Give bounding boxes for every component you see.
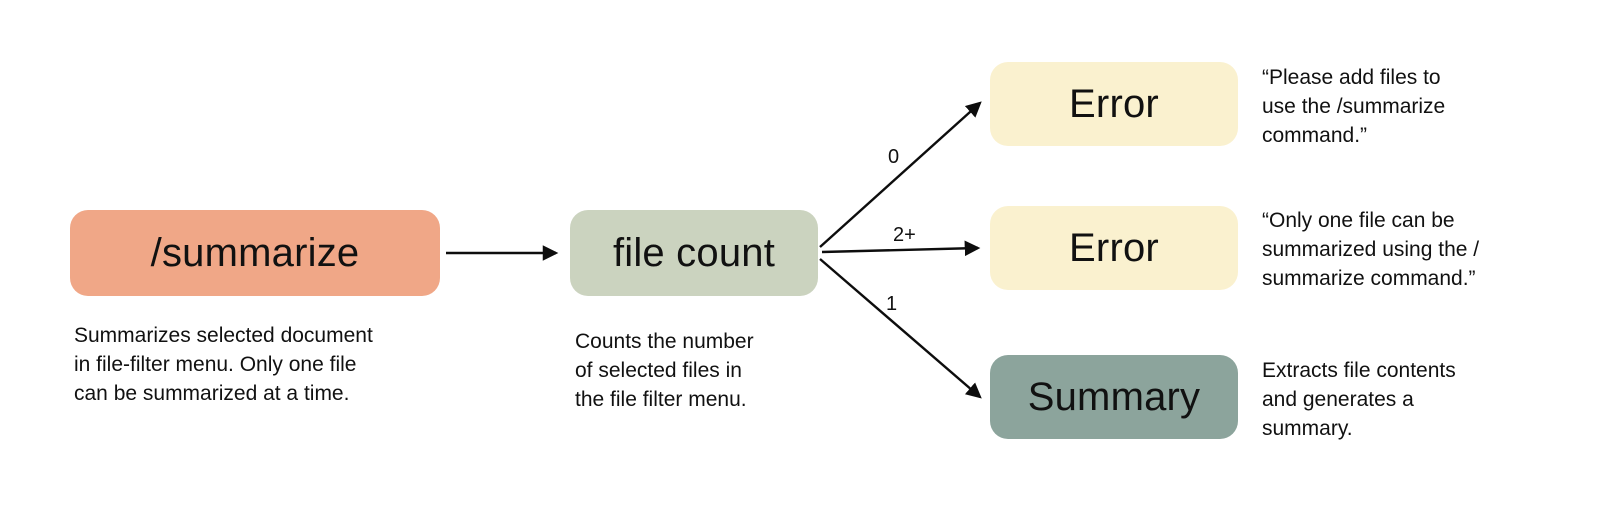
node-summary-label: Summary	[1027, 374, 1201, 419]
node-error-zero-files: Error	[990, 62, 1238, 146]
node-summarize-label: /summarize	[150, 230, 360, 275]
note-error-many: “Only one file can be summarized using t…	[1262, 209, 1480, 290]
edge-label-zero: 0	[888, 146, 900, 168]
caption-file-count: Counts the number of selected files in t…	[575, 330, 754, 411]
caption-summarize: Summarizes selected document in file-fil…	[74, 324, 373, 405]
node-error-zero-label: Error	[1069, 81, 1159, 126]
note-summary: Extracts file contents and generates a s…	[1262, 359, 1456, 440]
arrow-filecount-to-error-many	[821, 240, 981, 257]
edge-label-two-plus: 2+	[893, 224, 916, 246]
node-error-many-label: Error	[1069, 225, 1159, 270]
edge-label-one: 1	[886, 293, 898, 315]
node-file-count-label: file count	[612, 230, 776, 275]
node-summarize-command: /summarize	[70, 210, 440, 296]
note-error-zero: “Please add files to use the /summarize …	[1262, 66, 1446, 147]
node-error-many-files: Error	[990, 206, 1238, 290]
node-summary: Summary	[990, 355, 1238, 439]
node-file-count: file count	[570, 210, 818, 296]
